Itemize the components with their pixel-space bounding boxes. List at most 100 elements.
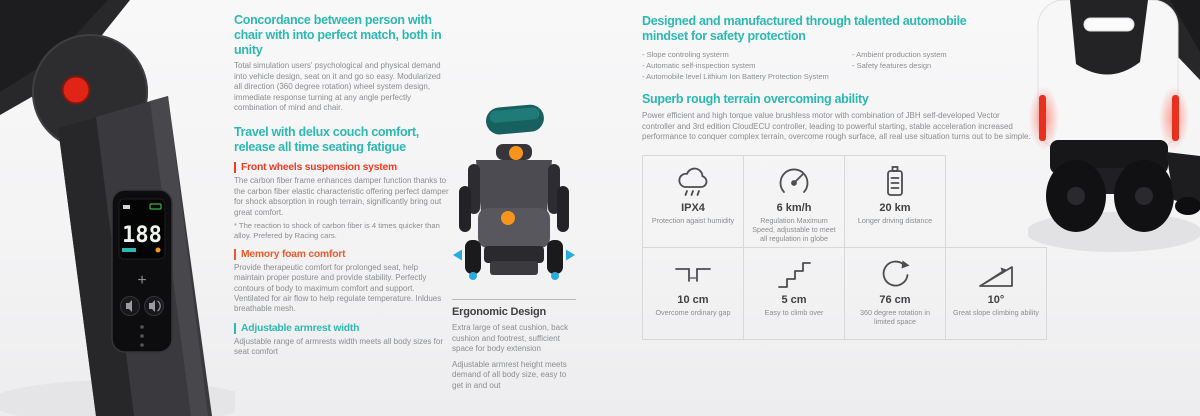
speedometer-icon [774, 164, 814, 200]
wheel-hub [1135, 187, 1153, 205]
spec-rotation: 76 cm 360 degree rotation in limited spa… [844, 246, 946, 340]
seat-base [478, 208, 550, 248]
caster-wheel [1175, 197, 1200, 215]
feature-memory-foam: Memory foam comfort Provide therapeutic … [234, 248, 450, 315]
slope-icon [976, 256, 1016, 292]
safety-bullet: - Slope controling systerm [642, 49, 729, 59]
rear-arm-shade [1170, 0, 1200, 52]
ergonomic-column: Ergonomic Design Extra large of seat cus… [452, 98, 576, 391]
seat-cushion [486, 104, 544, 135]
plus-button: + [137, 272, 146, 289]
terrain-body: Power efficient and high torque value br… [642, 111, 1031, 142]
left-product-image: 188 + [0, 0, 235, 416]
armrest-right [557, 186, 569, 232]
feature-title: Adjustable armrest width [234, 322, 450, 334]
battery-icon [875, 164, 915, 200]
terrain-title: Superb rough terrain overcoming ability [642, 92, 869, 107]
ergonomic-title: Ergonomic Design [452, 306, 546, 318]
spec-label: Regulation Maximum Speed, adjustable to … [752, 215, 836, 243]
cloud-rain-icon [673, 164, 713, 200]
spec-climb-over: 5 cm Easy to climb over [743, 246, 845, 340]
seat-marker-dot [501, 211, 515, 225]
safety-bullet: - Safety features design [852, 60, 932, 70]
arrow-right-icon [566, 249, 575, 261]
armrest-left [459, 186, 471, 232]
ergonomic-p1: Extra large of seat cushion, back cushio… [452, 323, 569, 354]
safety-bullet: - Automobile level Lithium Ion Battery P… [642, 72, 829, 81]
carry-handle [1083, 17, 1135, 32]
feature-body: Provide therapeutic comfort for prolonge… [234, 262, 442, 314]
panel-dot [140, 343, 144, 347]
red-button-rim [61, 75, 91, 105]
rear-window [1070, 0, 1148, 75]
feature-adjustable-armrest: Adjustable armrest width Adjustable rang… [234, 322, 450, 358]
spec-driving-distance: 20 km Longer driving distance [844, 154, 946, 248]
spec-label: Protection agaist humidity [651, 215, 735, 225]
spec-gap: 10 cm Overcome ordinary gap [642, 246, 744, 340]
sound-wave-icon [157, 300, 161, 312]
headrest-marker-dot [509, 146, 523, 160]
speaker-icon [126, 300, 132, 312]
gap-icon [673, 256, 713, 292]
armrest-arm-shade [0, 0, 108, 92]
panel-dot [140, 334, 144, 338]
controller-display [118, 198, 166, 260]
ergonomic-design-block: Ergonomic Design Extra large of seat cus… [452, 299, 576, 391]
spec-slope: 10° Great slope climbing ability [945, 246, 1047, 340]
spec-label: Great slope climbing ability [953, 307, 1039, 317]
tail-light-left [1039, 95, 1046, 141]
right-product-image [1028, 0, 1200, 252]
travel-comfort-title: Travel with delux couch comfort, release… [234, 124, 419, 154]
stairs-icon [774, 256, 814, 292]
spec-value: 20 km [879, 201, 911, 214]
safety-bullet: - Automatic self-inspection system [642, 60, 756, 70]
red-button [62, 76, 90, 104]
backrest [476, 160, 552, 212]
spec-value: 10 cm [677, 293, 709, 306]
spec-grid: IPX4 Protection agaist humidity 6 km/h R… [642, 154, 1047, 340]
ergonomic-p2: Adjustable armrest height meets demand o… [452, 359, 567, 390]
spec-ipx4: IPX4 Protection agaist humidity [642, 154, 744, 248]
spec-value: 10° [987, 293, 1005, 306]
speaker-icon [149, 300, 155, 312]
wheel-marker-dot [469, 272, 477, 280]
front-wheel-left [465, 240, 481, 274]
arrow-left-icon [453, 249, 462, 261]
rotation-icon [875, 256, 915, 292]
safety-terrain-column: Designed and manufactured through talent… [642, 14, 1047, 340]
chair-top-view-illustration [453, 104, 575, 280]
wheel-marker-dot [551, 272, 559, 280]
display-status-glyph [123, 205, 130, 209]
concordance-title: Concordance between person with chair wi… [234, 13, 442, 57]
spec-value: 6 km/h [776, 201, 812, 214]
spec-value: 76 cm [879, 293, 911, 306]
safety-bullet: - Ambient production system [852, 49, 947, 59]
spec-label: 360 degree rotation in limited space [860, 307, 930, 326]
display-speed-readout: 188 [122, 223, 162, 248]
feature-title: Front wheels suspension system [234, 162, 450, 174]
display-orange-dot [155, 247, 161, 253]
safety-bullet-lists: - Slope controling systerm - Automatic s… [642, 49, 1046, 83]
comfort-text-column: Concordance between person with chair wi… [234, 13, 450, 358]
safety-bullets-right: - Ambient production system - Safety fea… [852, 49, 1042, 83]
seat-post-highlight [150, 96, 208, 416]
front-wheel-right [547, 240, 563, 274]
tail-light-right [1172, 95, 1179, 141]
footplate [490, 261, 538, 275]
spec-label: Easy to climb over [764, 307, 824, 317]
spec-max-speed: 6 km/h Regulation Maximum Speed, adjusta… [743, 154, 845, 248]
wheel-hub [1067, 187, 1085, 205]
safety-title: Designed and manufactured through talent… [642, 14, 967, 43]
feature-body: Adjustable range of armrests width meets… [234, 336, 443, 357]
safety-bullets-left: - Slope controling systerm - Automatic s… [642, 49, 852, 83]
feature-body: The carbon fiber frame enhances damper f… [234, 176, 449, 217]
feature-front-suspension: Front wheels suspension system The carbo… [234, 162, 450, 240]
panel-dot [140, 325, 144, 329]
battery-indicator-icon [149, 203, 162, 210]
spec-label: Longer driving distance [857, 215, 933, 225]
feature-note: * The reaction to shock of carbon fiber … [234, 221, 440, 240]
spec-label: Overcome ordinary gap [655, 307, 731, 317]
outrigger-arm [1166, 152, 1200, 208]
spec-value: IPX4 [681, 201, 705, 214]
